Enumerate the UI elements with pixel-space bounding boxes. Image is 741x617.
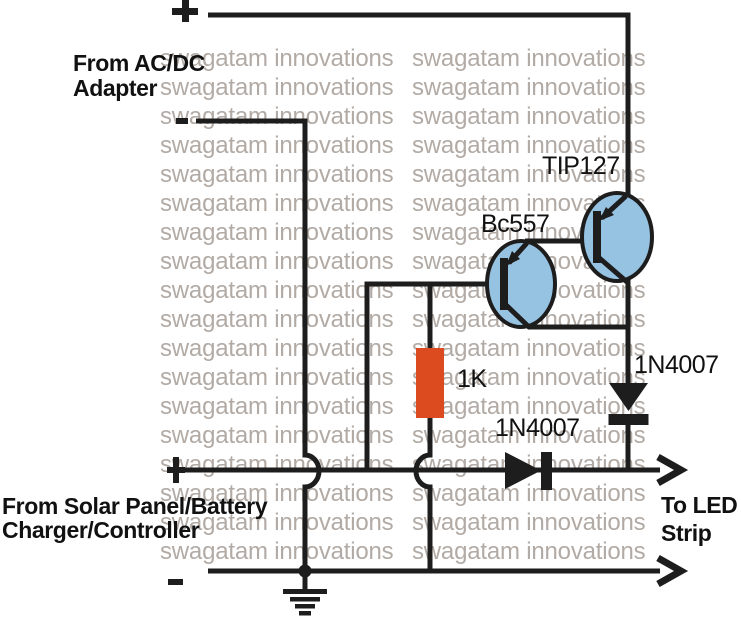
output-positive-arrow-icon (656, 453, 689, 487)
ac-adapter-label-line1: From AC/DC (73, 50, 205, 76)
bc557-label: Bc557 (481, 210, 550, 238)
watermark-text: swagatam innovations (160, 190, 394, 217)
output-negative-arrow-icon (656, 554, 689, 588)
watermark-text: swagatam innovations (412, 393, 646, 420)
ac-adapter-label: From AC/DC Adapter (73, 51, 205, 101)
watermark-text: swagatam innovations (160, 364, 394, 391)
watermark-text: swagatam innovations (160, 393, 394, 420)
led-output-label-line1: To LED (661, 492, 738, 518)
diode-d1-label: 1N4007 (634, 351, 719, 379)
watermark-text: swagatam innovations (160, 538, 394, 565)
wire-bc557-base (364, 281, 504, 468)
watermark-text: swagatam innovations (412, 480, 646, 507)
wire-resistor-bottom (413, 416, 433, 571)
watermark-text: swagatam innovations (160, 74, 394, 101)
tip127-label: TIP127 (542, 152, 620, 180)
watermark-text: swagatam innovations (160, 335, 394, 362)
transistor-tip127 (580, 191, 654, 284)
watermark-text: swagatam innovations (412, 74, 646, 101)
watermark-text: swagatam innovations (160, 480, 394, 507)
watermark-text: swagatam innovations (160, 509, 394, 536)
watermark-text: swagatam innovations (160, 161, 394, 188)
solar-source-label: From Solar Panel/Battery Charger/Control… (2, 493, 268, 543)
watermark-text: swagatam innovations (160, 422, 394, 449)
watermark-text: swagatam innovations (412, 364, 646, 391)
solar-minus-terminal-icon: - (168, 579, 183, 585)
watermark-text: swagatam innovations (160, 103, 394, 130)
watermark-text: swagatam innovations (160, 219, 394, 246)
ac-adapter-label-line2: Adapter (73, 75, 158, 101)
watermark-text: swagatam innovations (412, 132, 646, 159)
led-output-label-line2: Strip (661, 520, 712, 546)
led-output-label: To LED Strip (661, 491, 738, 547)
ac-minus-terminal-icon: - (176, 118, 188, 124)
diode-d2 (505, 452, 552, 490)
wire-ac-positive-rail (208, 12, 631, 198)
watermark-text: swagatam innovations (412, 538, 646, 565)
watermark-text: swagatam innovations (412, 335, 646, 362)
watermark-text: swagatam innovations (160, 45, 394, 72)
solar-source-label-line1: From Solar Panel/Battery (2, 493, 268, 519)
watermark-text: swagatam innovations (412, 509, 646, 536)
watermark-text: swagatam innovations (160, 277, 394, 304)
watermark-text: swagatam innovations (160, 132, 394, 159)
resistor-1k-label: 1K (457, 365, 487, 393)
solar-plus-terminal-icon: + (167, 457, 185, 483)
watermark-text: swagatam innovations (160, 248, 394, 275)
diode-d2-label: 1N4007 (495, 414, 580, 442)
diode-d1 (608, 383, 649, 425)
watermark-text: swagatam innovations (412, 161, 646, 188)
watermark-text: swagatam innovations (412, 422, 646, 449)
resistor-r1 (416, 348, 444, 418)
solar-source-label-line2: Charger/Controller (2, 517, 200, 543)
watermark-text: swagatam innovations (412, 103, 646, 130)
watermark-text: swagatam innovations (412, 45, 646, 72)
ground-symbol-icon (283, 564, 327, 616)
ac-plus-terminal-icon: + (172, 0, 198, 22)
watermark-text: swagatam innovations (160, 306, 394, 333)
transistor-bc557 (485, 239, 557, 330)
